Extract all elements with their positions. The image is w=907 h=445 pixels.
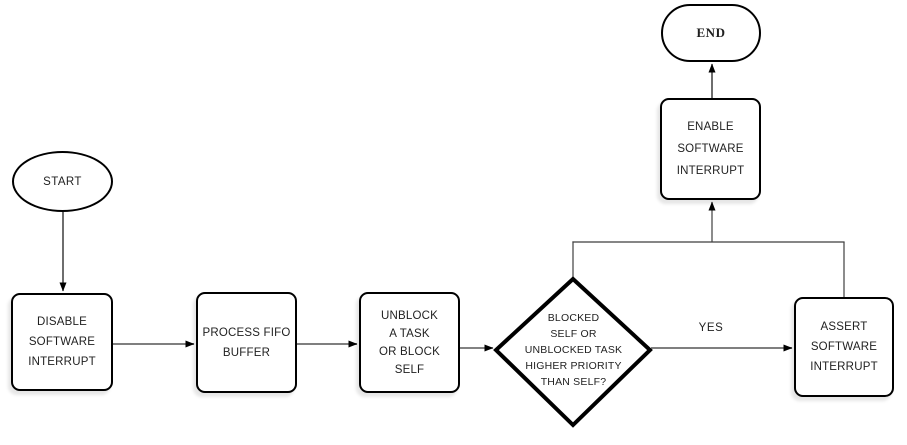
assert-software-interrupt-step: ASSERT SOFTWARE INTERRUPT (794, 297, 894, 397)
decision-priority-check: BLOCKED SELF OR UNBLOCKED TASK HIGHER PR… (505, 305, 642, 395)
step-label-line: UNBLOCK (380, 309, 438, 322)
end-label: END (696, 25, 726, 40)
start-label: START (43, 175, 82, 188)
decision-label-line: SELF OR (550, 328, 597, 340)
decision-label-line: UNBLOCKED TASK (524, 344, 623, 356)
decision-diamond-shape (493, 276, 653, 428)
yes-edge-label: YES (698, 322, 724, 334)
disable-software-interrupt-step: DISABLE SOFTWARE INTERRUPT (11, 293, 113, 391)
step-label-line: PROCESS FIFO (202, 326, 291, 339)
enable-software-interrupt-step: ENABLE SOFTWARE INTERRUPT (660, 98, 761, 200)
step-label-line: INTERRUPT (810, 361, 878, 373)
step-label-line: ASSERT (820, 321, 868, 333)
step-label-line: ENABLE (687, 121, 734, 133)
step-label-line: BUFFER (222, 346, 271, 359)
process-fifo-buffer-step: PROCESS FIFO BUFFER (196, 292, 297, 393)
step-label-line: SELF (394, 363, 425, 376)
start-terminal: START (12, 151, 113, 212)
decision-label-line: HIGHER PRIORITY (525, 360, 622, 372)
decision-label-line: BLOCKED (547, 312, 600, 324)
step-label-line: OR BLOCK (378, 345, 441, 358)
step-label-line: SOFTWARE (28, 336, 96, 348)
unblock-task-or-block-self-step: UNBLOCK A TASK OR BLOCK SELF (359, 292, 460, 393)
step-label-line: INTERRUPT (28, 356, 96, 368)
step-label-line: INTERRUPT (676, 165, 745, 177)
step-label-line: A TASK (389, 327, 430, 340)
decision-label-line: THAN SELF? (540, 376, 607, 388)
step-label-line: DISABLE (37, 316, 87, 328)
step-label-line: SOFTWARE (810, 341, 878, 353)
end-terminal: END (661, 4, 761, 62)
step-label-line: SOFTWARE (677, 143, 744, 155)
